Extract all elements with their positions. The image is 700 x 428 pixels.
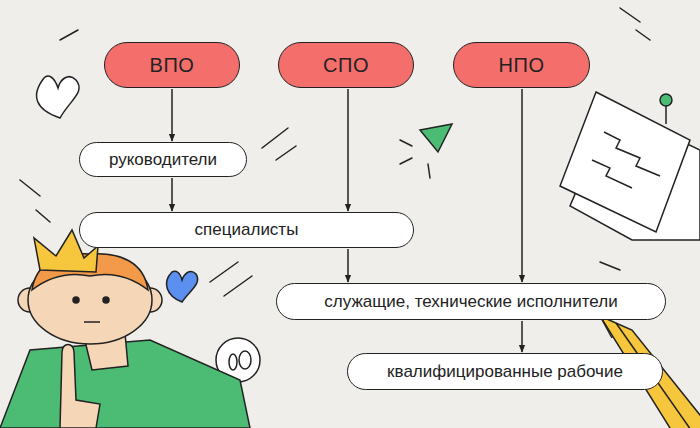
pill-label: СПО [323, 54, 369, 77]
dash [620, 8, 640, 22]
arrow-connector [521, 89, 523, 282]
dash [262, 128, 288, 148]
arrow-connector [171, 89, 173, 141]
dash [36, 210, 50, 222]
arrow-connector [347, 89, 349, 211]
dash [600, 262, 620, 270]
box-label: квалифицированные рабочие [387, 362, 623, 382]
dash [276, 146, 296, 160]
arrow-connector [521, 321, 523, 352]
education-level-pill: НПО [453, 42, 590, 88]
character [0, 230, 250, 428]
dash [60, 30, 78, 40]
dash [210, 262, 238, 282]
arrow-connector [171, 178, 173, 211]
papers [560, 92, 700, 240]
box-label: служащие, технические исполнители [324, 292, 617, 312]
arrow-connector [347, 249, 349, 282]
dash [20, 180, 40, 196]
box-label: специалисты [195, 220, 299, 240]
spark [400, 158, 412, 164]
pill-label: НПО [499, 54, 545, 77]
education-level-pill: ВПО [104, 42, 240, 88]
education-level-pill: СПО [278, 42, 414, 88]
position-box: служащие, технические исполнители [276, 283, 666, 320]
position-box: руководители [79, 142, 247, 177]
spark [400, 140, 412, 146]
pill-label: ВПО [150, 54, 195, 77]
position-box: специалисты [79, 212, 414, 248]
heart [167, 271, 198, 302]
triangle [420, 124, 452, 152]
dash [224, 276, 252, 296]
box-label: руководители [109, 150, 217, 170]
heart [37, 76, 80, 118]
position-box: квалифицированные рабочие [347, 353, 663, 390]
spark [428, 164, 430, 178]
dash [636, 30, 650, 40]
